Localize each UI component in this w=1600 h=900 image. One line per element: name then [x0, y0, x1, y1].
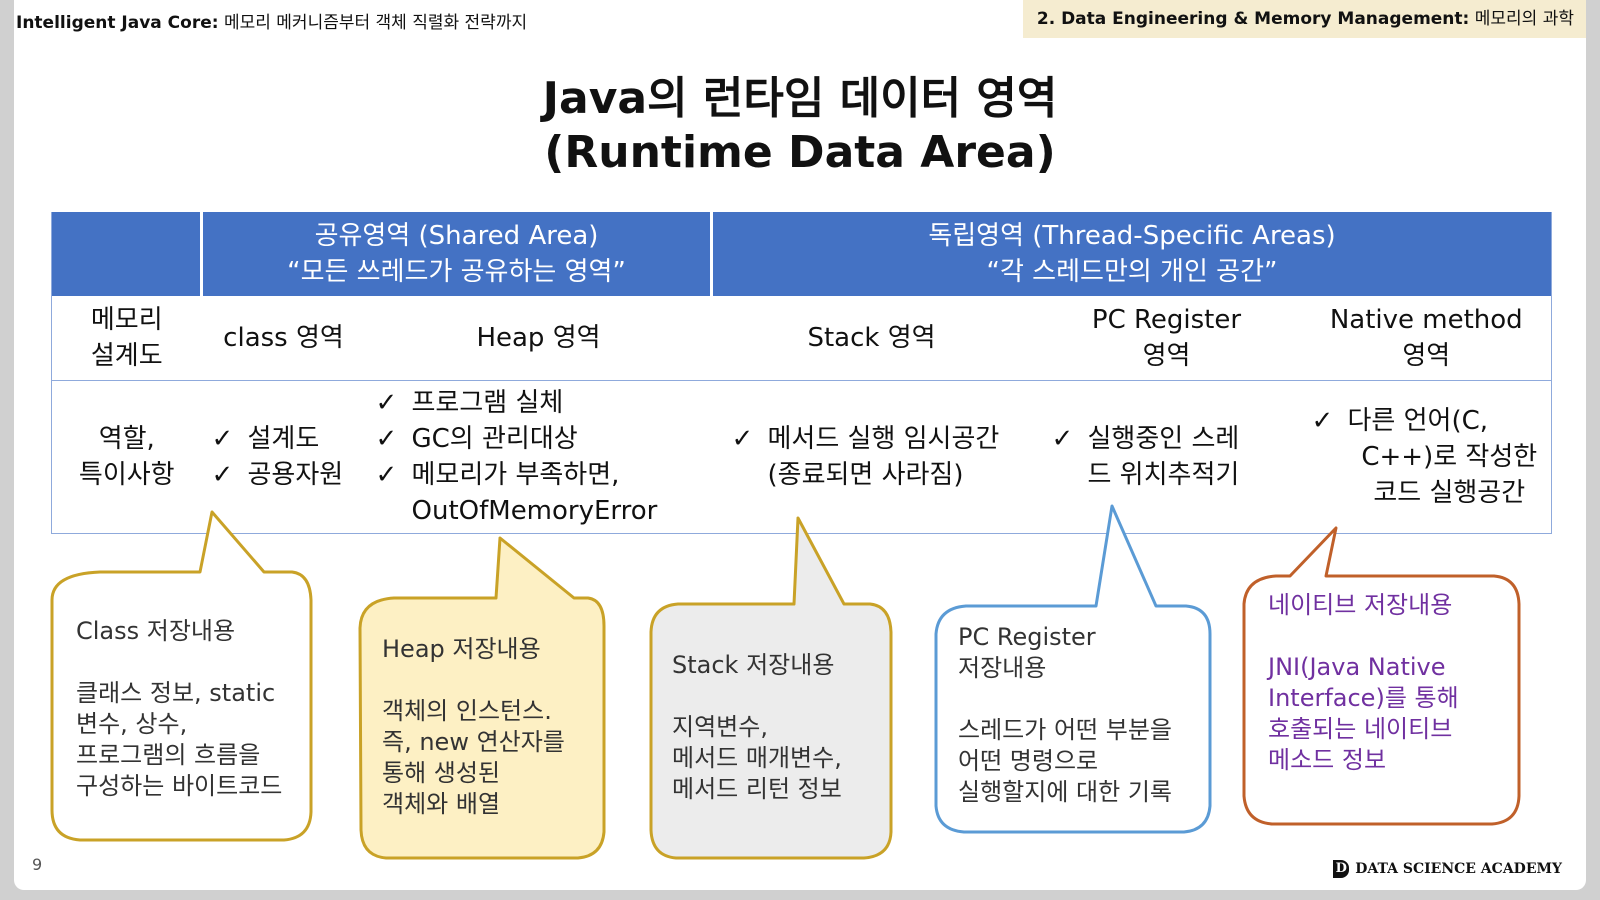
checklist-item: GC의 관리대상	[376, 421, 712, 457]
pc-bubble-title-line1: PC Register	[958, 623, 1096, 651]
shared-area-header: 공유영역 (Shared Area) “모든 쓰레드가 공유하는 영역”	[201, 212, 713, 296]
header-left: Intelligent Java Core: 메모리 메커니즘부터 객체 직렬화…	[16, 8, 527, 33]
native-area-label-line1: Native method	[1329, 305, 1523, 335]
row-label-role: 역할, 특이사항	[51, 380, 202, 534]
heap-area-label: Heap 영역	[365, 296, 712, 381]
checklist-item: 실행중인 스레	[1052, 421, 1302, 457]
bubble-line: 프로그램의 흐름을	[76, 741, 261, 769]
bubble-line: 지역변수,	[672, 713, 768, 741]
bubble-line: 클래스 정보, static	[76, 679, 276, 707]
checklist-item: 메서드 실행 임시공간	[732, 421, 1032, 457]
row-label-design-line2: 설계도	[90, 341, 163, 371]
checklist-item-continuation: C++)로 작성한	[1361, 442, 1538, 472]
pc-bubble-title-line2: 저장내용	[958, 654, 1047, 682]
bubble-line: 어떤 명령으로	[958, 747, 1099, 775]
bubble-line: 통해 생성된	[382, 759, 501, 787]
heap-bubble-title: Heap 저장내용	[382, 635, 541, 663]
native-area-label-line2: 영역	[1402, 341, 1451, 371]
bubble-line: JNI(Java Native	[1268, 653, 1446, 681]
bubble-line: 호출되는 네이티브	[1268, 715, 1453, 743]
logo-icon: D	[1333, 860, 1350, 878]
academy-logo: D DATA SCIENCE ACADEMY	[1333, 860, 1562, 878]
area-header-row: 공유영역 (Shared Area) “모든 쓰레드가 공유하는 영역” 독립영…	[51, 212, 1552, 296]
header-right: 2. Data Engineering & Memory Management:…	[1022, 0, 1586, 38]
bubble-line: 메소드 정보	[1268, 746, 1387, 774]
bubble-line: 스레드가 어떤 부분을	[958, 716, 1172, 744]
native-bubble-shape	[1242, 526, 1521, 826]
header-empty-cell	[51, 212, 203, 296]
checklist-item-continuation: OutOfMemoryError	[411, 496, 658, 526]
bubble-line: 구성하는 바이트코드	[76, 772, 283, 800]
heap-area-role: 프로그램 실체 GC의 관리대상 메모리가 부족하면, OutOfMemoryE…	[365, 380, 712, 534]
thread-area-subtitle: “각 스레드만의 개인 공간”	[986, 257, 1278, 287]
checklist-item: 다른 언어(C,	[1312, 403, 1552, 439]
header-left-bold: Intelligent Java Core:	[16, 13, 219, 33]
checklist-item: 공용자원	[212, 457, 366, 493]
heap-bubble-shape	[358, 536, 606, 860]
class-bubble-title: Class 저장내용	[76, 617, 236, 645]
bubble-line: 메서드 매개변수,	[672, 744, 842, 772]
bubble-line: Interface)를 통해	[1268, 684, 1459, 712]
class-bubble-shape	[50, 510, 313, 842]
header-right-text: 메모리의 과학	[1474, 9, 1574, 29]
native-area-role: 다른 언어(C, C++)로 작성한 코드 실행공간	[1301, 380, 1552, 534]
native-bubble-title: 네이티브 저장내용	[1268, 591, 1453, 619]
bubble-line: 메서드 리턴 정보	[672, 775, 842, 803]
title-line2: (Runtime Data Area)	[544, 127, 1056, 178]
checklist-item-continuation: (종료되면 사라짐)	[767, 460, 964, 490]
row-label-design: 메모리 설계도	[51, 296, 202, 381]
pc-area-role: 실행중인 스레 드 위치추적기	[1031, 380, 1302, 534]
checklist-item: 설계도	[212, 421, 366, 457]
pc-bubble-shape	[934, 504, 1212, 834]
class-bubble-text: Class 저장내용 클래스 정보, static 변수, 상수, 프로그램의 …	[76, 616, 306, 802]
area-label-row: 메모리 설계도 class 영역 Heap 영역 Stack 영역 PC Reg…	[51, 296, 1552, 381]
class-area-role: 설계도 공용자원	[201, 380, 366, 534]
runtime-area-table: 공유영역 (Shared Area) “모든 쓰레드가 공유하는 영역” 독립영…	[51, 212, 1553, 534]
bubble-line: 즉, new 연산자를	[382, 728, 565, 756]
speech-bubbles	[50, 504, 1521, 860]
pc-bubble-text: PC Register 저장내용 스레드가 어떤 부분을 어떤 명령으로 실행할…	[958, 622, 1206, 808]
checklist-item: 프로그램 실체	[376, 385, 712, 421]
slide: Intelligent Java Core: 메모리 메커니즘부터 객체 직렬화…	[14, 0, 1586, 890]
checklist-item-continuation: 드 위치추적기	[1087, 460, 1240, 490]
stack-area-role: 메서드 실행 임시공간 (종료되면 사라짐)	[711, 380, 1032, 534]
logo-text: DATA SCIENCE ACADEMY	[1355, 861, 1562, 877]
bubble-line: 객체와 배열	[382, 790, 501, 818]
heap-bubble-text: Heap 저장내용 객체의 인스턴스. 즉, new 연산자를 통해 생성된 객…	[382, 634, 598, 820]
stack-bubble-shape	[649, 516, 893, 860]
header-right-bold: 2. Data Engineering & Memory Management:	[1036, 9, 1470, 29]
native-area-label: Native method 영역	[1301, 296, 1552, 381]
shared-area-title: 공유영역 (Shared Area)	[314, 221, 599, 251]
bubble-line: 변수, 상수,	[76, 710, 188, 738]
stack-area-label: Stack 영역	[711, 296, 1032, 381]
pc-area-label-line1: PC Register	[1091, 305, 1242, 335]
bubble-line: 실행할지에 대한 기록	[958, 778, 1172, 806]
thread-area-title: 독립영역 (Thread-Specific Areas)	[928, 221, 1336, 251]
pc-area-label-line2: 영역	[1142, 341, 1191, 371]
row-label-role-line2: 특이사항	[78, 460, 175, 490]
page-number: 9	[32, 855, 43, 874]
shared-area-subtitle: “모든 쓰레드가 공유하는 영역”	[287, 257, 626, 287]
area-role-row: 역할, 특이사항 설계도 공용자원 프로그램 실체 GC의 관리대상 메모리가 …	[51, 380, 1552, 534]
checklist-item: 메모리가 부족하면,	[376, 457, 712, 493]
bubble-line: 객체의 인스턴스.	[382, 697, 552, 725]
header-left-text: 메모리 메커니즘부터 객체 직렬화 전략까지	[223, 13, 528, 33]
pc-area-label: PC Register 영역	[1031, 296, 1302, 381]
native-bubble-text: 네이티브 저장내용 JNI(Java Native Interface)를 통해…	[1268, 590, 1514, 776]
title-line1: Java의 런타임 데이터 영역	[542, 73, 1058, 124]
row-label-role-line1: 역할,	[98, 424, 155, 454]
row-label-design-line1: 메모리	[90, 305, 163, 335]
stack-bubble-text: Stack 저장내용 지역변수, 메서드 매개변수, 메서드 리턴 정보	[672, 650, 886, 805]
stack-bubble-title: Stack 저장내용	[672, 651, 835, 679]
page-title: Java의 런타임 데이터 영역 (Runtime Data Area)	[14, 72, 1586, 180]
thread-area-header: 독립영역 (Thread-Specific Areas) “각 스레드만의 개인…	[711, 212, 1552, 296]
class-area-label: class 영역	[201, 296, 366, 381]
checklist-item-continuation: 코드 실행공간	[1373, 478, 1526, 508]
